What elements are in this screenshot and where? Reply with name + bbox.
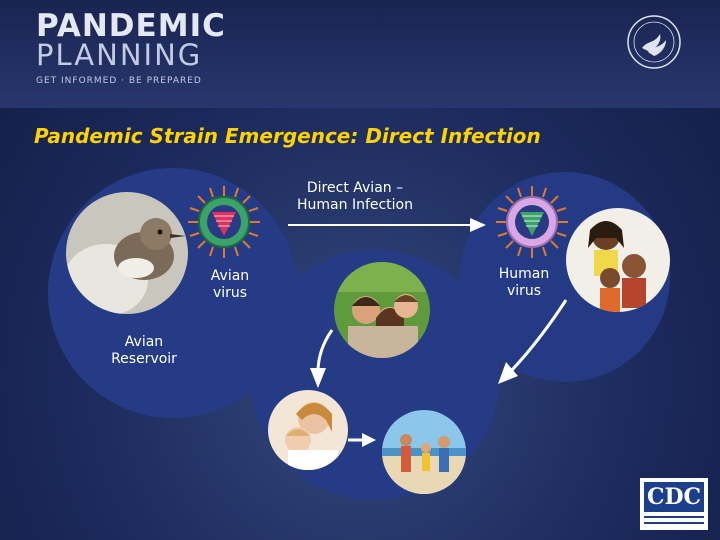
family-photo xyxy=(334,262,430,358)
avian-virus-label: Avian virus xyxy=(192,268,268,302)
arrow-to-mother xyxy=(310,330,332,388)
human-virus-line2: virus xyxy=(482,283,566,300)
arrow-to-beach xyxy=(348,433,376,447)
avian-virus-line2: virus xyxy=(192,285,268,302)
direct-infection-line1: Direct Avian – xyxy=(282,180,428,197)
avian-reservoir-label: Avian Reservoir xyxy=(96,334,192,368)
cdc-logo: CDC xyxy=(640,478,708,530)
mother-child-photo xyxy=(268,390,348,470)
arrow-from-human xyxy=(498,300,566,384)
avian-virus-line1: Avian xyxy=(192,268,268,285)
human-virus-line1: Human xyxy=(482,266,566,283)
cdc-logo-text: CDC xyxy=(644,482,704,512)
human-group-photo xyxy=(566,208,670,312)
human-virus-label: Human virus xyxy=(482,266,566,300)
cdc-logo-rule xyxy=(644,516,704,518)
avian-reservoir-line2: Reservoir xyxy=(96,351,192,368)
direct-infection-label: Direct Avian – Human Infection xyxy=(282,180,428,214)
cdc-logo-rule-2 xyxy=(644,522,704,524)
avian-reservoir-line1: Avian xyxy=(96,334,192,351)
direct-infection-line2: Human Infection xyxy=(282,197,428,214)
beach-family-photo xyxy=(382,410,466,494)
direct-infection-arrow xyxy=(288,218,486,232)
